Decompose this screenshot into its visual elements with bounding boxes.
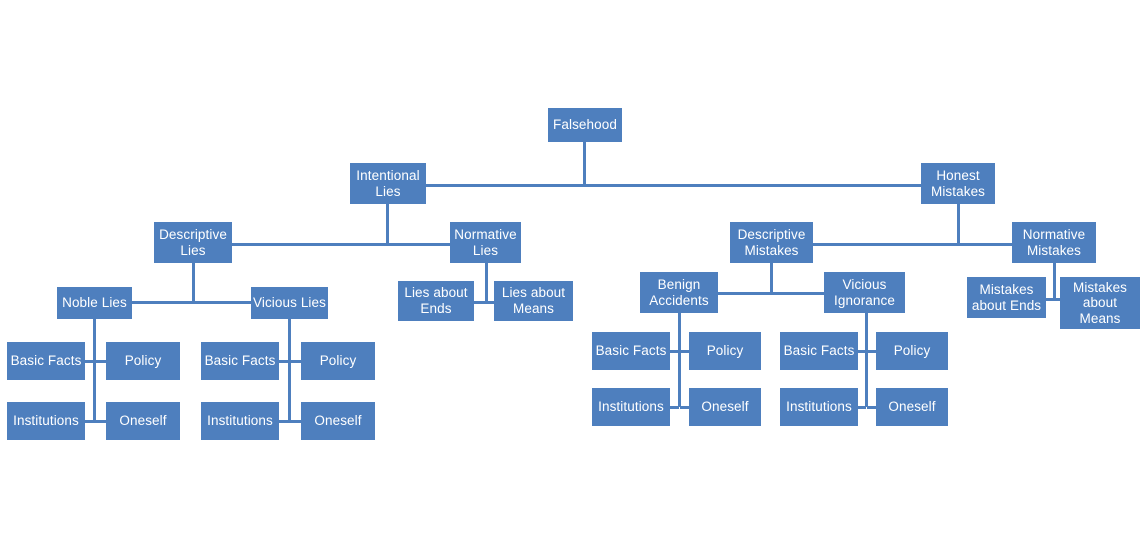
node-vl-basic-facts[interactable]: Basic Facts: [201, 342, 279, 380]
connector-honest-stem: [957, 204, 960, 245]
connector-benign-stub-top-r: [680, 350, 690, 353]
node-descriptive-lies[interactable]: Descriptive Lies: [154, 222, 232, 263]
node-lies-about-ends[interactable]: Lies about Ends: [398, 281, 474, 321]
connector-vicious-ig-stub-t-r: [867, 350, 877, 353]
connector-noble-stub-top-l: [84, 360, 94, 363]
connector-falsehood-stem: [583, 142, 586, 186]
connector-tier2-right-spine: [812, 243, 1013, 246]
node-vl-oneself[interactable]: Oneself: [301, 402, 375, 440]
node-ba-oneself[interactable]: Oneself: [689, 388, 761, 426]
node-benign-accidents[interactable]: Benign Accidents: [640, 272, 718, 313]
node-noble-lies[interactable]: Noble Lies: [57, 287, 132, 319]
connector-noble-stub-bot-r: [95, 420, 107, 423]
connector-norm-mistakes-stem: [1053, 263, 1056, 299]
node-nl-institutions[interactable]: Institutions: [7, 402, 85, 440]
node-vicious-ignorance[interactable]: Vicious Ignorance: [824, 272, 905, 313]
node-mistakes-about-means[interactable]: Mistakes about Means: [1060, 277, 1140, 329]
node-intentional-lies[interactable]: Intentional Lies: [350, 163, 426, 204]
node-nl-basic-facts[interactable]: Basic Facts: [7, 342, 85, 380]
connector-tier2-left-spine: [231, 243, 451, 246]
node-vl-policy[interactable]: Policy: [301, 342, 375, 380]
connector-descr-mistakes-stem: [770, 263, 773, 293]
connector-vicious-ig-stub-t-l: [856, 350, 866, 353]
node-vi-oneself[interactable]: Oneself: [876, 388, 948, 426]
connector-tier3-mistakes-spine: [717, 292, 825, 295]
connector-tier3-lies-spine: [473, 301, 495, 304]
connector-noble-stub-top-r: [95, 360, 107, 363]
connector-descriptive-lies-stem: [192, 263, 195, 302]
connector-vicious-stub-top-r: [290, 360, 302, 363]
connector-benign-stub-top-l: [669, 350, 679, 353]
connector-vicious-stub-bot-l: [278, 420, 289, 423]
node-descriptive-mistakes[interactable]: Descriptive Mistakes: [730, 222, 813, 263]
connector-vicious-stub-bot-r: [290, 420, 302, 423]
connector-noble-spine-v: [93, 319, 96, 423]
node-vi-institutions[interactable]: Institutions: [780, 388, 858, 426]
connector-tier3-noble-spine: [131, 301, 252, 304]
connector-benign-stub-bot-l: [669, 406, 679, 409]
connector-tier3-nm-spine: [1045, 298, 1061, 301]
node-vicious-lies[interactable]: Vicious Lies: [251, 287, 328, 319]
node-nl-policy[interactable]: Policy: [106, 342, 180, 380]
node-vl-institutions[interactable]: Institutions: [201, 402, 279, 440]
node-ba-basic-facts[interactable]: Basic Facts: [592, 332, 670, 370]
node-normative-mistakes[interactable]: Normative Mistakes: [1012, 222, 1096, 263]
connector-vicious-ig-stub-b-l: [856, 406, 866, 409]
connector-intentional-stem: [386, 204, 389, 245]
node-normative-lies[interactable]: Normative Lies: [450, 222, 521, 263]
node-nl-oneself[interactable]: Oneself: [106, 402, 180, 440]
node-vi-policy[interactable]: Policy: [876, 332, 948, 370]
node-ba-institutions[interactable]: Institutions: [592, 388, 670, 426]
connector-vicious-stub-top-l: [278, 360, 289, 363]
node-lies-about-means[interactable]: Lies about Means: [494, 281, 573, 321]
node-vi-basic-facts[interactable]: Basic Facts: [780, 332, 858, 370]
connector-noble-stub-bot-l: [84, 420, 94, 423]
connector-vicious-spine-v: [288, 319, 291, 423]
connector-vicious-ig-spine-v: [865, 313, 868, 407]
node-mistakes-about-ends[interactable]: Mistakes about Ends: [967, 277, 1046, 318]
connector-benign-spine-v: [678, 313, 681, 407]
node-falsehood[interactable]: Falsehood: [548, 108, 622, 142]
node-ba-policy[interactable]: Policy: [689, 332, 761, 370]
connector-benign-stub-bot-r: [680, 406, 690, 409]
connector-vicious-ig-stub-b-r: [867, 406, 877, 409]
connector-normative-lies-stem: [485, 263, 488, 302]
connector-tier1-spine: [425, 184, 922, 187]
node-honest-mistakes[interactable]: Honest Mistakes: [921, 163, 995, 204]
